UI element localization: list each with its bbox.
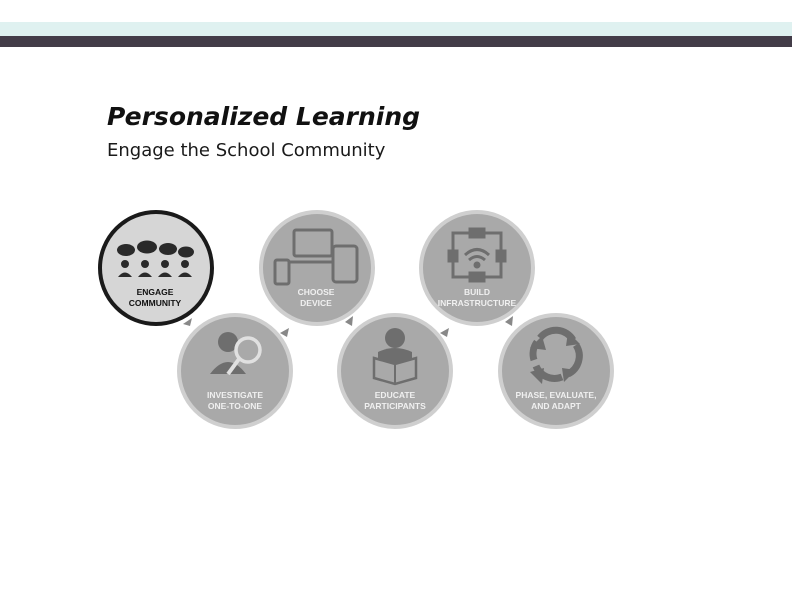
step-label-line2: DEVICE <box>300 298 332 308</box>
cycle-arrows-icon <box>529 326 583 384</box>
step-build-infrastructure[interactable]: BUILD INFRASTRUCTURE <box>419 210 535 326</box>
step-label-line1: INVESTIGATE <box>207 390 263 400</box>
connector-arrow <box>505 316 513 326</box>
step-label-line2: AND ADAPT <box>531 401 582 411</box>
page-subtitle: Engage the School Community <box>107 140 386 161</box>
step-label-line1: EDUCATE <box>375 390 416 400</box>
step-label-line1: CHOOSE <box>298 287 335 297</box>
header-bar <box>0 36 792 47</box>
step-label-line1: ENGAGE <box>137 287 174 297</box>
step-label-line1: PHASE, EVALUATE, <box>516 390 597 400</box>
people-talking-icon <box>117 240 194 277</box>
step-label-line1: BUILD <box>464 287 490 297</box>
page-title: Personalized Learning <box>107 102 421 131</box>
devices-icon <box>273 228 359 286</box>
step-label-line2: PARTICIPANTS <box>364 401 426 411</box>
step-investigate-one-to-one[interactable]: INVESTIGATE ONE-TO-ONE <box>177 313 293 429</box>
connector-arrow <box>345 316 353 326</box>
step-educate-participants[interactable]: EDUCATE PARTICIPANTS <box>337 313 453 429</box>
person-reading-icon <box>372 328 418 386</box>
step-label-line2: ONE-TO-ONE <box>208 401 262 411</box>
header-band <box>0 22 792 36</box>
wifi-network-icon <box>447 227 507 283</box>
connector-arrow <box>183 318 192 326</box>
person-magnifier-icon <box>210 332 262 376</box>
step-label-line2: INFRASTRUCTURE <box>438 298 517 308</box>
connector-arrow <box>280 328 289 337</box>
step-label-line2: COMMUNITY <box>129 298 182 308</box>
step-phase-evaluate-adapt[interactable]: PHASE, EVALUATE, AND ADAPT <box>498 313 614 429</box>
connector-arrow <box>440 328 449 337</box>
step-engage-community[interactable]: ENGAGE COMMUNITY <box>98 210 214 326</box>
step-choose-device[interactable]: CHOOSE DEVICE <box>259 210 375 326</box>
